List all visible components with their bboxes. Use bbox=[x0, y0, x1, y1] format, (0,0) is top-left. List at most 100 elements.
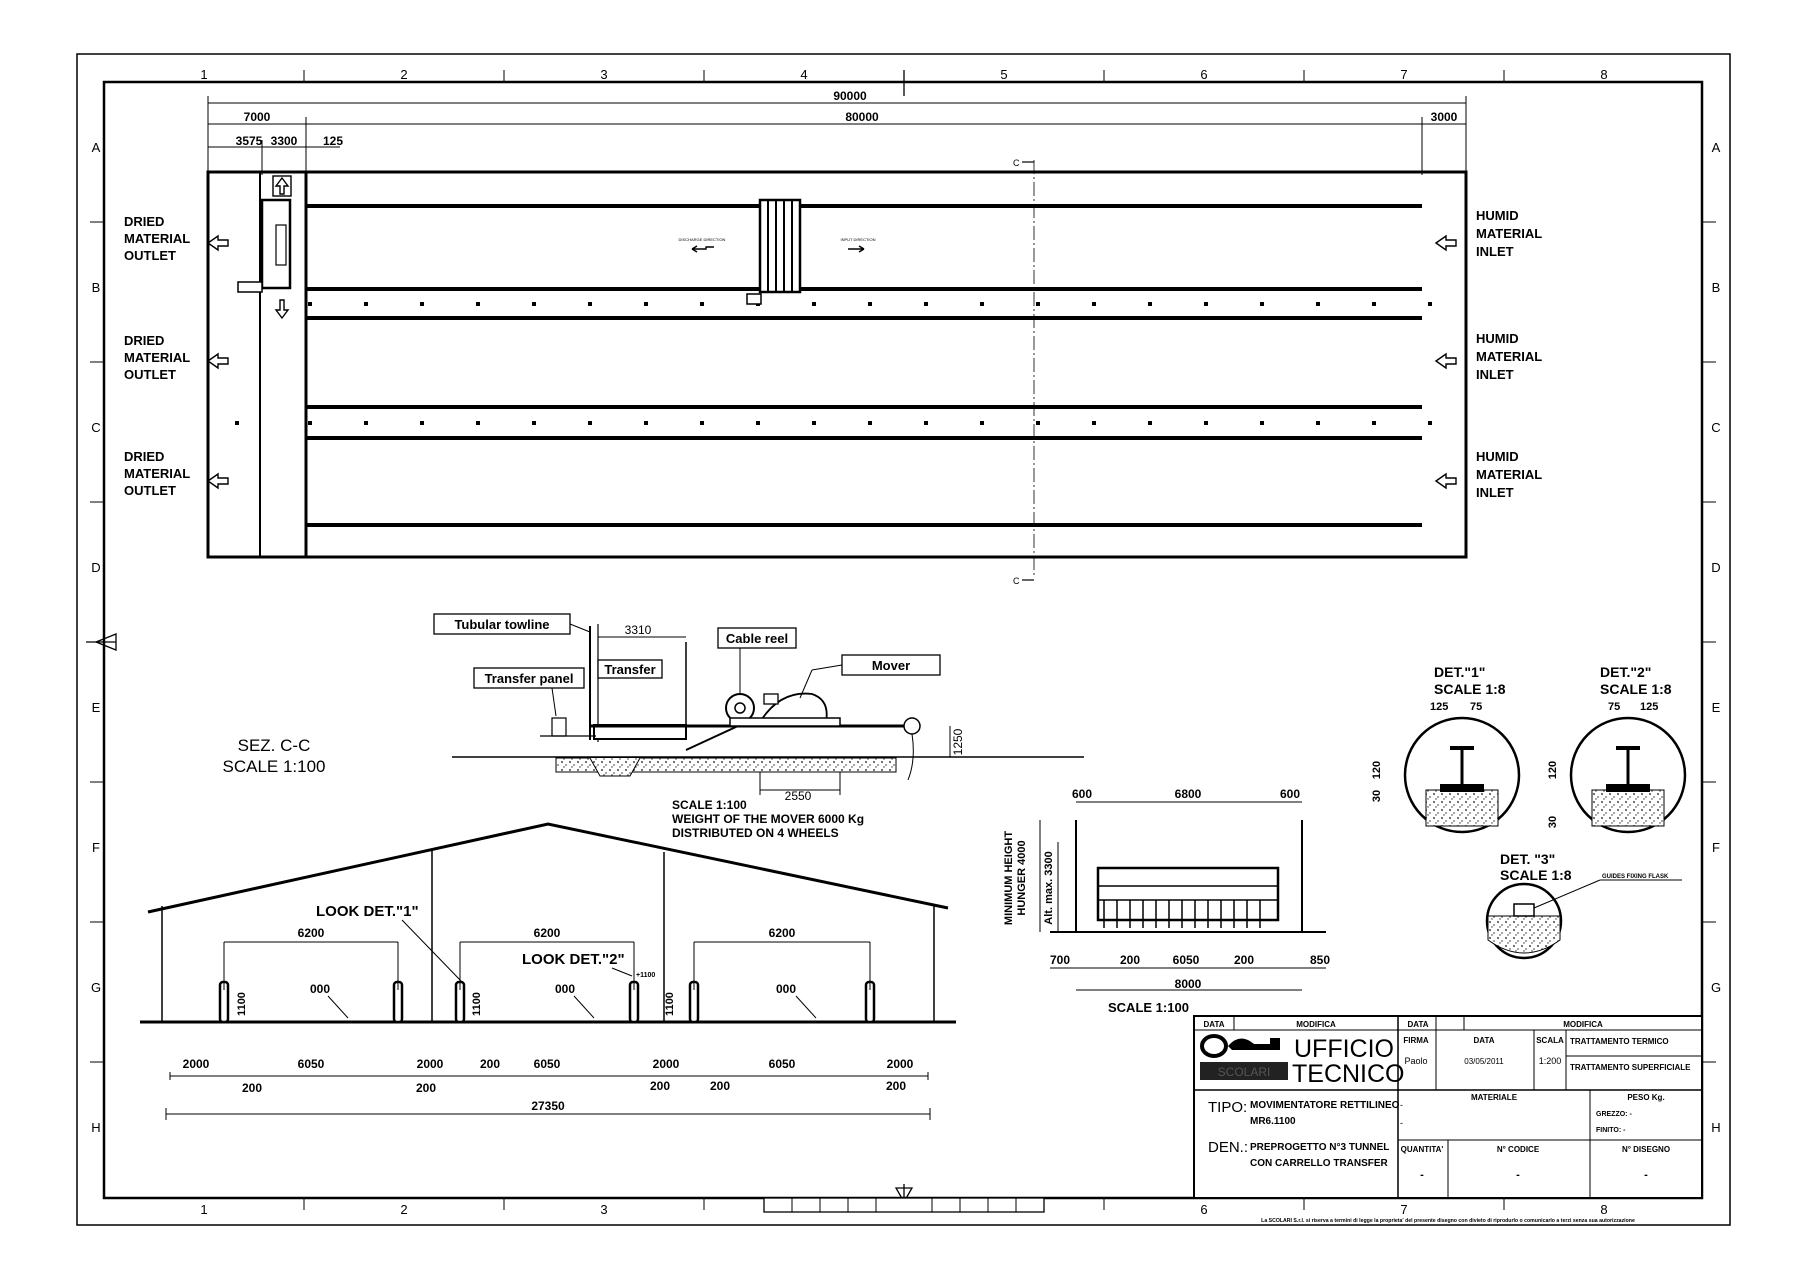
tb-grezzo: GREZZO: - bbox=[1596, 1111, 1632, 1118]
dim-6200-b: 6200 bbox=[534, 926, 561, 940]
fv-scale: SCALE 1:100 bbox=[1108, 1000, 1189, 1015]
tb-disegno: N° DISEGNO bbox=[1622, 1145, 1670, 1154]
pillar-dot bbox=[532, 421, 536, 425]
pillar-dot bbox=[1204, 421, 1208, 425]
greenhouse-roof bbox=[147, 822, 949, 914]
det1-dim-75: 75 bbox=[1470, 701, 1482, 713]
outlet-label-1: DRIED MATERIAL OUTLET bbox=[124, 214, 190, 263]
tb-den-value-2: CON CARRELLO TRANSFER bbox=[1250, 1158, 1389, 1169]
fv-dim-600-a: 600 bbox=[1072, 787, 1092, 801]
tb-modifica-2: MODIFICA bbox=[1563, 1020, 1603, 1029]
pillar-dot bbox=[644, 421, 648, 425]
pillar-dot bbox=[308, 421, 312, 425]
grid-col-8-top: 8 bbox=[1600, 67, 1607, 82]
pillar-dot bbox=[812, 302, 816, 306]
dim-80000: 80000 bbox=[845, 110, 879, 124]
svg-text:OUTLET: OUTLET bbox=[124, 367, 176, 382]
svg-text:OUTLET: OUTLET bbox=[124, 248, 176, 263]
det2-dim-75: 75 bbox=[1608, 701, 1620, 713]
dim-3310: 3310 bbox=[625, 623, 652, 637]
pillar-dot bbox=[308, 302, 312, 306]
pillar-dot bbox=[1148, 302, 1152, 306]
tb-tipo-label: TIPO: bbox=[1208, 1099, 1247, 1116]
grid-row-f-left: F bbox=[92, 840, 100, 855]
down-arrow-icon bbox=[274, 299, 290, 320]
dim-3000: 3000 bbox=[1431, 110, 1458, 124]
tb-codice: N° CODICE bbox=[1497, 1145, 1540, 1154]
pillar-dot bbox=[924, 421, 928, 425]
foundation-gravel bbox=[555, 757, 897, 773]
fv-alt-max: Alt. max. 3300 bbox=[1043, 851, 1055, 924]
grid-row-h-left: H bbox=[91, 1120, 100, 1135]
dim-000-a: 000 bbox=[310, 982, 330, 996]
dim-200-a: 200 bbox=[480, 1057, 500, 1071]
up-arrow-icon bbox=[272, 175, 292, 197]
dim-3575: 3575 bbox=[236, 134, 263, 148]
dim-1100-c: 1100 bbox=[664, 992, 676, 1016]
tb-data-1: DATA bbox=[1203, 1020, 1224, 1029]
pillar-dot bbox=[1204, 302, 1208, 306]
tb-tipo-value-2: MR6.1100 bbox=[1250, 1116, 1296, 1127]
pillar-dot bbox=[476, 421, 480, 425]
grid-row-b-right: B bbox=[1712, 280, 1721, 295]
dim-2000-d: 2000 bbox=[887, 1057, 914, 1071]
grid-col-7-bottom: 7 bbox=[1400, 1202, 1407, 1217]
tb-ufficio: UFFICIO bbox=[1294, 1035, 1394, 1063]
transfer-side-view: 3310 1250 2550 Tubular towline Transfer … bbox=[433, 613, 1084, 840]
svg-text:MATERIAL: MATERIAL bbox=[124, 231, 190, 246]
pillar-dot bbox=[532, 302, 536, 306]
tb-disegno-value: - bbox=[1644, 1169, 1648, 1181]
tb-den-label: DEN.: bbox=[1208, 1139, 1248, 1156]
tb-data-2: DATA bbox=[1407, 1020, 1428, 1029]
grid-row-g-right: G bbox=[1711, 980, 1721, 995]
mover-wheels-label: DISTRIBUTED ON 4 WHEELS bbox=[672, 826, 839, 840]
dim-200-c: 200 bbox=[416, 1081, 436, 1095]
grid-row-labels: A B C D E F G H A B C D E F G H bbox=[91, 140, 1721, 1135]
det2-title: DET."2" bbox=[1600, 664, 1651, 680]
grid-row-b-left: B bbox=[92, 280, 101, 295]
grid-row-a-right: A bbox=[1712, 140, 1721, 155]
tb-data-value: 03/05/2011 bbox=[1464, 1057, 1504, 1066]
dim-27350: 27350 bbox=[531, 1099, 565, 1113]
det1-title: DET."1" bbox=[1434, 664, 1485, 680]
fv-dim-6050: 6050 bbox=[1173, 953, 1200, 967]
dim-000-b: 000 bbox=[555, 982, 575, 996]
outlet-arrow-icons bbox=[206, 234, 229, 490]
dim-125: 125 bbox=[323, 134, 343, 148]
grid-col-2-bottom: 2 bbox=[400, 1202, 407, 1217]
dim-6200-a: 6200 bbox=[298, 926, 325, 940]
grid-column-labels: 1 2 3 4 5 6 7 8 1 2 3 6 7 8 bbox=[200, 67, 1607, 1217]
pillar-dot bbox=[1148, 421, 1152, 425]
pillar-dot bbox=[364, 302, 368, 306]
det2-dim-30: 30 bbox=[1547, 816, 1559, 828]
svg-text:OUTLET: OUTLET bbox=[124, 483, 176, 498]
pillar-dot bbox=[1036, 421, 1040, 425]
grid-col-7-top: 7 bbox=[1400, 67, 1407, 82]
tb-data-3: DATA bbox=[1473, 1036, 1494, 1045]
pillar-dot bbox=[1092, 302, 1096, 306]
pillar-dot bbox=[235, 421, 239, 425]
pillar-dot bbox=[1260, 421, 1264, 425]
det1-scale: SCALE 1:8 bbox=[1434, 681, 1506, 697]
pillar-dot bbox=[924, 302, 928, 306]
det1-dim-120: 120 bbox=[1371, 761, 1383, 779]
det2-dim-120: 120 bbox=[1547, 761, 1559, 779]
dim-plus1100: +1100 bbox=[636, 972, 655, 979]
plan-outline bbox=[206, 170, 1468, 559]
tubular-towline-label: Tubular towline bbox=[454, 617, 549, 632]
dim-000-c: 000 bbox=[776, 982, 796, 996]
transfer-panel-label: Transfer panel bbox=[485, 671, 574, 686]
grid-col-6-bottom: 6 bbox=[1200, 1202, 1207, 1217]
cable-reel-label: Cable reel bbox=[726, 631, 788, 646]
pillar-dot bbox=[588, 302, 592, 306]
fv-dim-8000: 8000 bbox=[1175, 977, 1202, 991]
det1-dim-125: 125 bbox=[1430, 701, 1448, 713]
svg-text:HUMID: HUMID bbox=[1476, 449, 1519, 464]
company-logo: SCOLARI bbox=[1200, 1034, 1288, 1080]
det3-scale: SCALE 1:8 bbox=[1500, 867, 1572, 883]
dim-6200-c: 6200 bbox=[769, 926, 796, 940]
pillar-dot bbox=[700, 421, 704, 425]
det3-guide-label: GUIDES FIXING FLASK bbox=[1602, 874, 1669, 880]
svg-text:DRIED: DRIED bbox=[124, 449, 164, 464]
dim-200-d: 200 bbox=[650, 1079, 670, 1093]
